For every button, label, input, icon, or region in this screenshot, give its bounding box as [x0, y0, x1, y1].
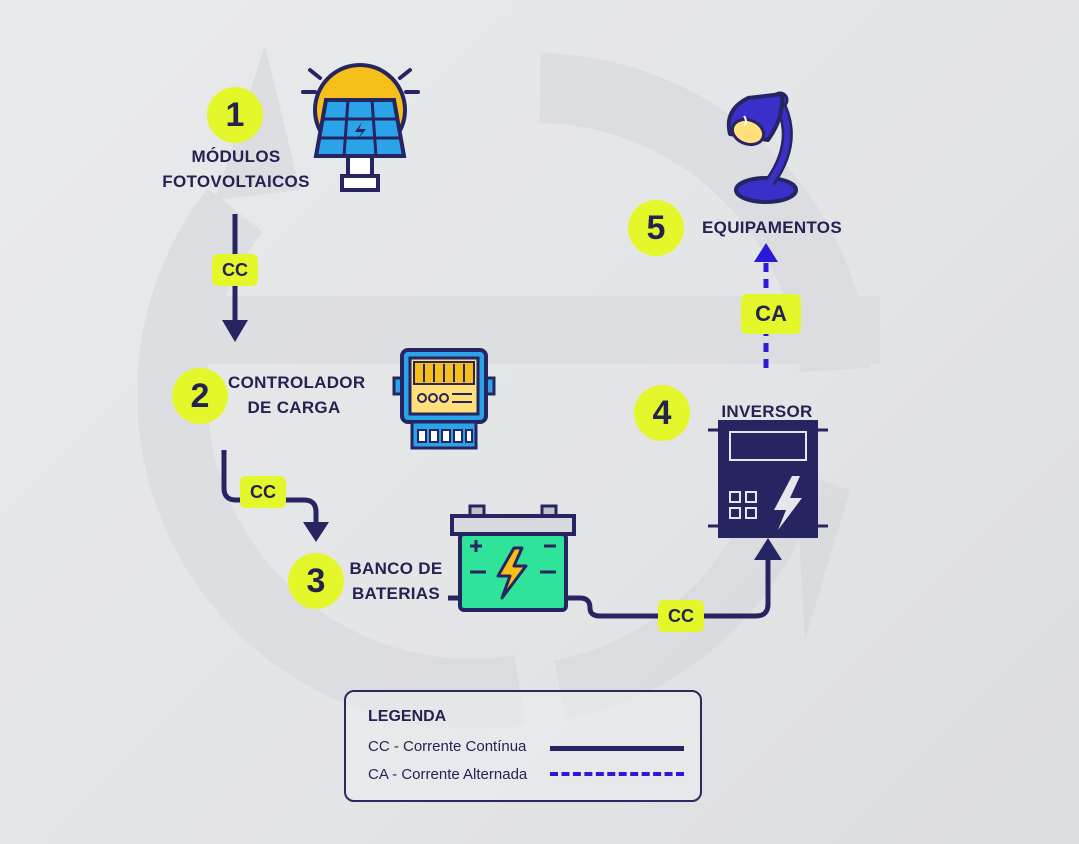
legend-line-solid	[550, 746, 684, 751]
arrow-head-icon	[303, 522, 329, 542]
arrow-head-icon	[754, 243, 778, 262]
legend-box: LEGENDA CC - Corrente Contínua CA - Corr…	[344, 690, 702, 802]
connection-tag-4-5: CA	[741, 294, 801, 334]
legend-item-ca: CA - Corrente Alternada	[368, 766, 528, 783]
step-label-5: EQUIPAMENTOS	[702, 218, 842, 237]
solar-panel-icon	[301, 63, 420, 192]
desk-lamp-icon	[726, 91, 798, 204]
charge-controller-icon	[392, 348, 496, 450]
step-number-1: 1	[207, 87, 263, 143]
arrow-head-icon	[222, 320, 248, 342]
step-number-3: 3	[288, 553, 344, 609]
step-label-4: INVERSOR	[721, 402, 813, 421]
step-number-2: 2	[172, 368, 228, 424]
arrow-head-icon	[754, 538, 782, 560]
connection-tag-3-4: CC	[658, 600, 704, 632]
step-number-5: 5	[628, 200, 684, 256]
inverter-icon	[708, 420, 828, 538]
legend-title: LEGENDA	[368, 708, 447, 725]
battery-icon	[450, 504, 576, 612]
connection-tag-1-2: CC	[212, 254, 258, 286]
legend-line-dashed	[550, 772, 684, 776]
legend-item-cc: CC - Corrente Contínua	[368, 738, 527, 755]
connection-tag-2-3: CC	[240, 476, 286, 508]
step-number-4: 4	[634, 385, 690, 441]
